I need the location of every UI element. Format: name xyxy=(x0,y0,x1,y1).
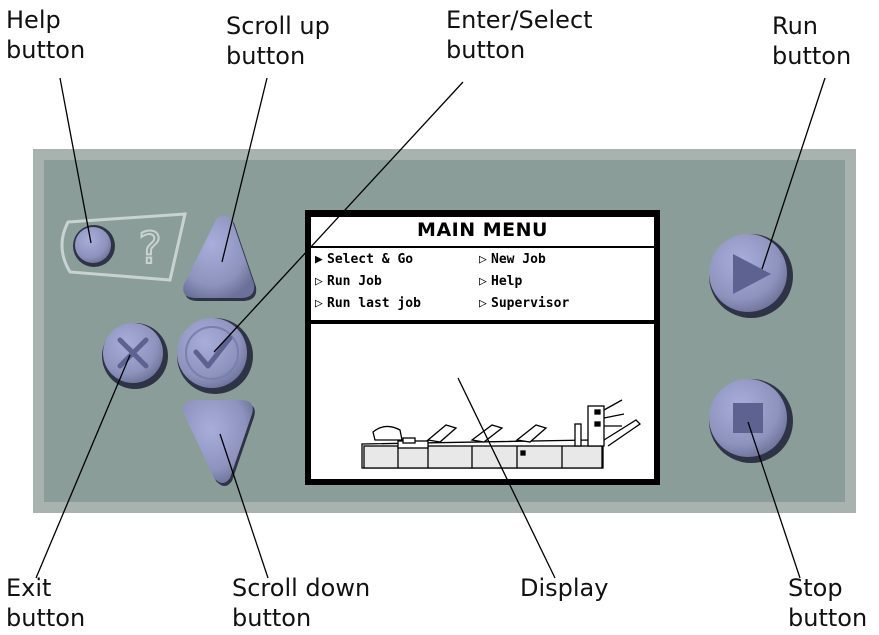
arrow-icon: ▷ xyxy=(479,252,487,267)
scroll-down-button[interactable] xyxy=(183,400,255,486)
menu-title: MAIN MENU xyxy=(417,219,548,241)
menu-item-run-job[interactable]: ▷Run Job xyxy=(315,274,382,289)
exit-button[interactable] xyxy=(102,323,168,389)
checkmark-icon xyxy=(193,335,233,369)
folder-inserter-machine-illustration xyxy=(361,399,642,469)
display-callout: Display xyxy=(520,574,609,602)
scroll-down-button-callout: Scroll down button xyxy=(232,574,371,632)
menu-item-supervisor[interactable]: ▷Supervisor xyxy=(479,296,570,311)
enter-select-button-callout: Enter/Select button xyxy=(446,6,593,64)
exit-button-callout: Exit button xyxy=(6,574,86,632)
menu-item-new-job[interactable]: ▷New Job xyxy=(479,252,546,267)
arrow-icon: ▷ xyxy=(479,274,487,289)
stop-button[interactable] xyxy=(709,379,793,463)
stop-button-callout: Stop button xyxy=(788,574,868,632)
menu-item-select-go[interactable]: ▶Select & Go xyxy=(315,252,414,267)
arrow-icon: ▷ xyxy=(315,296,323,311)
triangle-up-icon xyxy=(183,215,255,298)
menu-item-run-last-job[interactable]: ▷Run last job xyxy=(315,296,421,311)
arrow-icon: ▷ xyxy=(479,296,487,311)
scroll-up-button-callout: Scroll up button xyxy=(226,12,330,70)
scroll-up-button[interactable] xyxy=(183,215,257,301)
menu-item-help[interactable]: ▷Help xyxy=(479,274,523,289)
square-stop-icon xyxy=(733,403,763,433)
run-button-callout: Run button xyxy=(772,12,852,70)
play-icon xyxy=(733,254,771,294)
arrow-icon: ▷ xyxy=(315,274,323,289)
callout-leader-lines xyxy=(35,77,826,579)
enter-select-button[interactable] xyxy=(177,318,253,394)
triangle-down-icon xyxy=(183,400,253,483)
x-icon xyxy=(117,337,149,369)
menu-divider xyxy=(311,246,654,248)
help-button[interactable]: ? xyxy=(60,212,187,282)
selected-arrow-icon: ▶ xyxy=(315,252,323,267)
main-menu: MAIN MENU ▶Select & Go ▷New Job ▷Run Job… xyxy=(311,217,654,320)
run-button[interactable] xyxy=(709,234,793,318)
help-button-callout: Help button xyxy=(6,6,86,64)
question-mark-icon: ? xyxy=(138,223,161,274)
